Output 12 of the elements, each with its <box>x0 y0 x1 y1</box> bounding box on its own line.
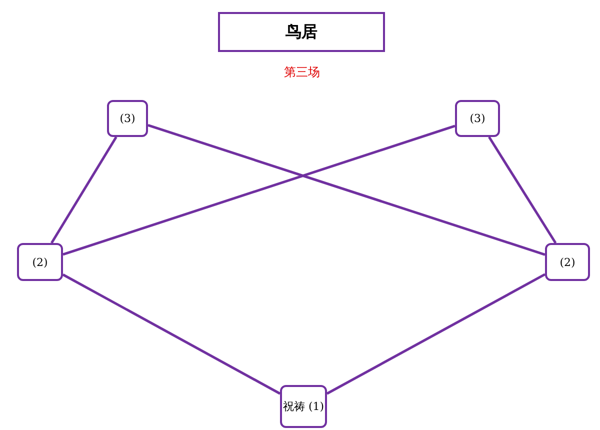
connector-line <box>50 136 118 244</box>
connector-line <box>326 273 546 395</box>
connector-line <box>148 124 546 256</box>
connector-line <box>62 124 456 256</box>
node-box: (3) <box>455 100 500 137</box>
node-box: (2) <box>545 243 590 281</box>
node-box: (2) <box>17 243 63 281</box>
node-box: (3) <box>107 100 148 137</box>
subtitle: 第三场 <box>283 64 321 81</box>
connector-line <box>488 136 557 244</box>
title-box: 鸟居 <box>218 12 385 52</box>
node-box: 祝祷 (1) <box>280 385 327 428</box>
